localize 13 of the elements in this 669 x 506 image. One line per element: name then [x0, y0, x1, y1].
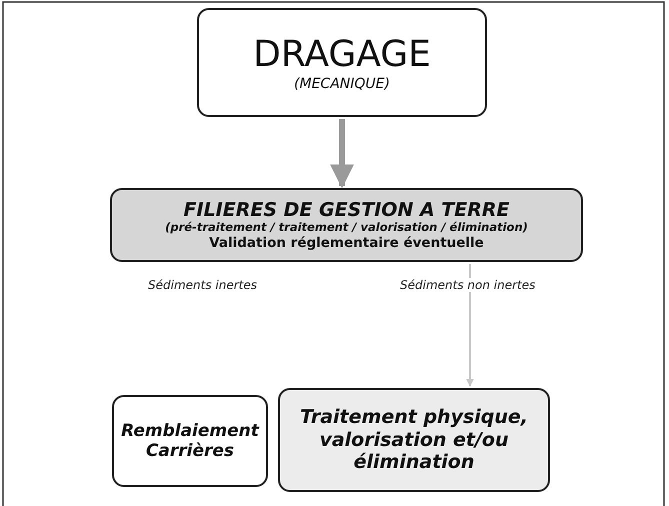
node-subtitle: (MECANIQUE)	[294, 76, 390, 92]
node-note: Validation réglementaire éventuelle	[209, 235, 484, 252]
rounded-box	[112, 395, 268, 487]
branch-label: Sédiments inertes	[148, 278, 257, 292]
process-box	[110, 188, 583, 262]
rounded-box	[197, 8, 487, 117]
node-subtitle: (pré-traitement / traitement / valorisation / élimination)	[165, 221, 528, 236]
edge-label: Sédiments non inertes	[398, 278, 538, 292]
node-text: Traitement physique, valorisation et/ou élimination	[298, 406, 530, 474]
node-title: DRAGAGE	[253, 32, 431, 76]
node-title: FILIERES DE GESTION A TERRE	[184, 198, 510, 222]
rounded-box	[278, 388, 550, 492]
node-text: Remblaiement Carrières	[120, 420, 260, 462]
